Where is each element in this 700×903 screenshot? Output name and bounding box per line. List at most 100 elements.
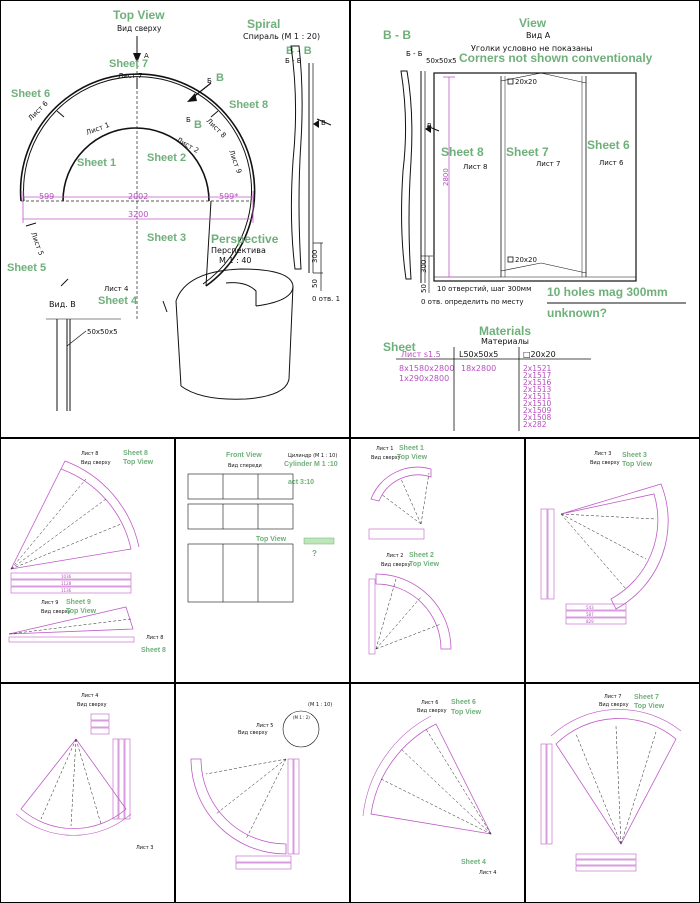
t8-ru: Лист 7 xyxy=(604,694,621,700)
thumb-sheet1-2: Лист 1 Sheet 1 Вид сверху Top View Лист … xyxy=(350,438,525,683)
b-arrow-ru: Б xyxy=(207,77,212,85)
sheet3-label: Sheet 3 xyxy=(147,232,186,244)
t4-en1: Sheet 3 xyxy=(622,452,647,459)
thumb-cylinder: Front View Вид спереди Цилиндр (М 1 : 10… xyxy=(175,438,350,683)
sheet7-drawing: Лист 7 Sheet 7 Вид сверху Top View xyxy=(540,694,682,872)
sheet7-ru: Лист 7 xyxy=(536,160,560,168)
mat-c3-item: 2x1508 xyxy=(523,413,552,422)
dim-3200: 3200 xyxy=(128,210,148,219)
thumb-sheet6: Лист 6 Sheet 6 Вид сверху Top View Sheet… xyxy=(350,683,525,903)
t1-corner-en: Sheet 8 xyxy=(141,647,166,654)
t3-en1b: Top View xyxy=(397,454,428,461)
view-ru: Вид А xyxy=(526,31,551,40)
sheet9-ru: Лист 9 xyxy=(227,149,243,175)
top-view-ru-label: Вид сверху xyxy=(117,24,162,33)
section-a-label: A xyxy=(144,52,149,60)
sheet7-label: Sheet 7 xyxy=(109,58,148,70)
t1-vid2: Вид сверху xyxy=(41,609,71,615)
t1-ru2: Лист 9 xyxy=(41,600,58,606)
sheet4-drawing: Лист 4 Вид сверху Лист 3 xyxy=(15,693,153,851)
bb-ru: Б - Б xyxy=(406,50,423,58)
perspective-label: Perspective xyxy=(211,232,279,246)
t4-vid: Вид сверху xyxy=(590,460,620,466)
t1-d1: 1036 xyxy=(61,574,72,579)
front-view-panel: B - B Б - Б View Вид А Уголки условно не… xyxy=(350,0,700,438)
t6-vid: Вид сверху xyxy=(238,730,268,736)
unknown-en: unknown? xyxy=(547,306,607,320)
mat-col3: □20x20 xyxy=(523,350,556,359)
mat-c3-item: 2x1513 xyxy=(523,385,552,394)
dim-599-left: 599 xyxy=(39,192,54,201)
sheet6-drawing: Лист 6 Sheet 6 Вид сверху Top View Sheet… xyxy=(362,699,496,876)
t7-vid: Вид сверху xyxy=(417,708,447,714)
thumb-sheet7: Лист 7 Sheet 7 Вид сверху Top View xyxy=(525,683,700,903)
dim-50: 50 xyxy=(420,284,428,293)
materials-ru: Материалы xyxy=(481,337,529,346)
mat-col2: L50x50x5 xyxy=(459,350,498,359)
t3-vid1: Вид сверху xyxy=(371,455,401,461)
top-view-label: Top View xyxy=(113,8,165,22)
sheet2-label: Sheet 2 xyxy=(147,152,186,164)
mat-col3-list: 2x1521 2x1517 2x1516 2x1513 2x1511 2x151… xyxy=(523,364,552,429)
dim-300: 300 xyxy=(420,260,428,273)
sheet8-label: Sheet 8 xyxy=(229,99,268,111)
sheet4-ru: Лист 4 xyxy=(104,285,129,293)
top-view-drawing: 599 2002 599* 3200 Top View Вид сверху A… xyxy=(7,8,340,411)
t5-corner: Лист 3 xyxy=(136,845,153,851)
sheet6-label: Sheet 6 xyxy=(587,138,630,152)
sheet5-ru: Лист 5 xyxy=(29,231,45,257)
dim-2002: 2002 xyxy=(128,192,148,201)
mat-c3-item: 2x1509 xyxy=(523,406,552,415)
t4-d1: 543 xyxy=(586,605,594,610)
spiral-label: Spiral xyxy=(247,17,280,31)
t4-ru: Лист 3 xyxy=(594,451,611,457)
t1-corner: Лист 8 xyxy=(146,635,163,641)
sheet4-label: Sheet 4 xyxy=(98,295,138,307)
mat-c3-item: 2x1510 xyxy=(523,399,552,408)
t4-en2: Top View xyxy=(622,461,653,468)
sheet3-drawing: Лист 3 Sheet 3 Вид сверху Top View 543 5… xyxy=(540,451,669,625)
t8-vid: Вид сверху xyxy=(599,702,629,708)
t4-d3: 829 xyxy=(586,619,594,624)
b-mark-small: B xyxy=(321,119,326,127)
view-label: View xyxy=(519,16,547,30)
sheet6-ru: Лист 6 xyxy=(27,99,50,122)
t1-en1: Sheet 8 xyxy=(123,450,148,457)
dim-2800: 2800 xyxy=(442,168,450,186)
t8-en2: Top View xyxy=(634,703,665,710)
sheet8-drawing: Лист 8 Sheet 8 Вид сверху Top View 1036 … xyxy=(8,450,166,654)
sheet7-ru: Лист 7 xyxy=(118,72,142,80)
b-arrow-label: B xyxy=(216,72,224,84)
front-view-drawing: B - B Б - Б View Вид А Уголки условно не… xyxy=(383,16,686,431)
holes-short: 0 отв. 1 xyxy=(312,295,340,303)
mat-c3-item: 2x1517 xyxy=(523,371,552,380)
t4-d2: 587 xyxy=(586,612,594,617)
t3-vid2: Вид сверху xyxy=(381,562,411,568)
perspective-ru: Перспектива xyxy=(211,246,266,255)
sq-bottom: 20x20 xyxy=(515,256,537,264)
spiral-ru: Спираль (М 1 : 20) xyxy=(243,32,320,41)
perspective-scale: М 1 : 40 xyxy=(219,256,252,265)
dim-50: 50 xyxy=(311,279,319,288)
bb-label: B - B xyxy=(383,28,411,42)
corners-en: Corners not shown conventionaly xyxy=(459,51,653,65)
mat-c1r2: 1x290x2800 xyxy=(399,374,449,383)
mat-c3-item: 2x1511 xyxy=(523,392,552,401)
angle-spec: 50x50x5 xyxy=(426,57,457,65)
sheet7-label: Sheet 7 xyxy=(506,145,549,159)
t7-ru: Лист 6 xyxy=(421,700,438,706)
b-section-ru: Б xyxy=(186,116,191,124)
t7-en2: Top View xyxy=(451,709,482,716)
thumb-sheet4: Лист 4 Вид сверху Лист 3 xyxy=(0,683,175,903)
t2-front-en: Front View xyxy=(226,452,262,459)
dim-599-right: 599* xyxy=(219,192,238,201)
sheet5-label: Sheet 5 xyxy=(7,262,46,274)
t1-d3: 1136 xyxy=(61,588,72,593)
sheet1-label: Sheet 1 xyxy=(77,157,116,169)
t3-en2b: Top View xyxy=(409,561,440,568)
holes-ru: 10 отверстий, шаг 300мм xyxy=(437,285,531,293)
t2-top-en: Top View xyxy=(256,536,287,543)
t7-en3: Sheet 4 xyxy=(461,859,486,866)
t1-d2: 1128 xyxy=(61,581,72,586)
t3-ru1: Лист 1 xyxy=(376,446,393,452)
